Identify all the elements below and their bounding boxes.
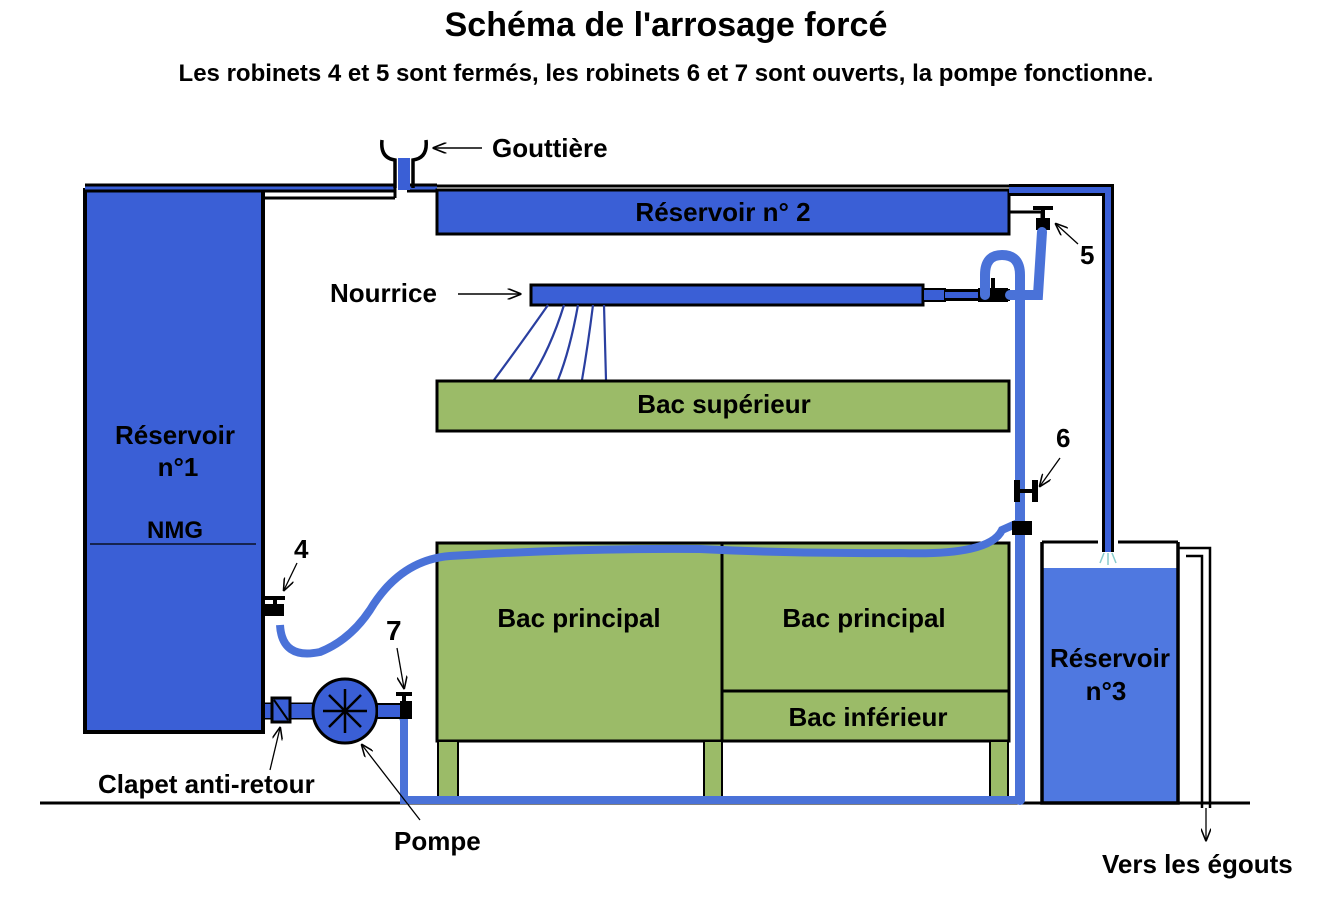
check-valve-label: Clapet anti-retour	[98, 769, 315, 799]
valve-6-label: 6	[1056, 423, 1070, 453]
valve-5-arrow	[1056, 224, 1079, 245]
valve-7	[396, 692, 412, 719]
valve-6-arrow	[1040, 457, 1061, 486]
check-valve-arrow	[269, 728, 280, 771]
valve-6: 6	[1012, 423, 1070, 535]
tank-3-label-line1: Réservoir	[1050, 643, 1170, 673]
drain-label: Vers les égouts	[1102, 849, 1293, 879]
valve-5-label: 5	[1080, 240, 1094, 270]
diagram-title: Schéma de l'arrosage forcé	[444, 6, 888, 44]
pump	[311, 677, 379, 745]
lower-tray-label: Bac inférieur	[789, 702, 948, 732]
tank-1-label-line2: n°1	[158, 452, 199, 482]
valve-5: 5	[1033, 206, 1094, 270]
tray-legs	[437, 740, 1009, 804]
check-valve	[270, 696, 292, 724]
top-pipe	[85, 183, 437, 200]
feeder-hose	[980, 227, 1047, 805]
valve-4: 4	[262, 534, 309, 616]
tank-2: Réservoir n° 2	[435, 184, 1011, 236]
main-tray-left-label: Bac principal	[497, 603, 660, 633]
gutter-label: Gouttière	[492, 133, 608, 163]
top-tray-label: Bac supérieur	[637, 389, 810, 419]
diagram-subtitle: Les robinets 4 et 5 sont fermés, les rob…	[178, 60, 1154, 87]
pump-label: Pompe	[394, 826, 481, 856]
tank-1-label-line1: Réservoir	[115, 420, 235, 450]
main-trays: Bac principal Bac principal Bac inférieu…	[435, 541, 1011, 743]
pump-assembly: 7 Clapet anti-retour Pompe	[98, 615, 481, 856]
tank-3-label-line2: n°3	[1086, 676, 1127, 706]
main-tray-right-label: Bac principal	[782, 603, 945, 633]
tank-1: Réservoir n°1 NMG	[83, 188, 265, 734]
tray-hose	[276, 518, 1022, 658]
feeder: Nourrice	[330, 278, 1010, 381]
tank-3: Réservoir n°3 Vers les égouts	[1040, 540, 1293, 879]
valve-4-arrow	[284, 562, 298, 590]
valve-7-arrow	[396, 647, 404, 688]
valve-4-label: 4	[294, 534, 309, 564]
tank-2-label: Réservoir n° 2	[635, 197, 810, 227]
pump-arrow	[362, 745, 421, 821]
gutter: Gouttière	[380, 133, 608, 190]
valve-7-label: 7	[386, 615, 402, 646]
drain-pipe	[1178, 546, 1212, 808]
feeder-label: Nourrice	[330, 278, 437, 308]
top-tray: Bac supérieur	[435, 379, 1011, 433]
overflow-pipe	[1009, 184, 1117, 565]
tank-1-level-label: NMG	[147, 517, 203, 544]
drip-lines	[493, 304, 608, 381]
